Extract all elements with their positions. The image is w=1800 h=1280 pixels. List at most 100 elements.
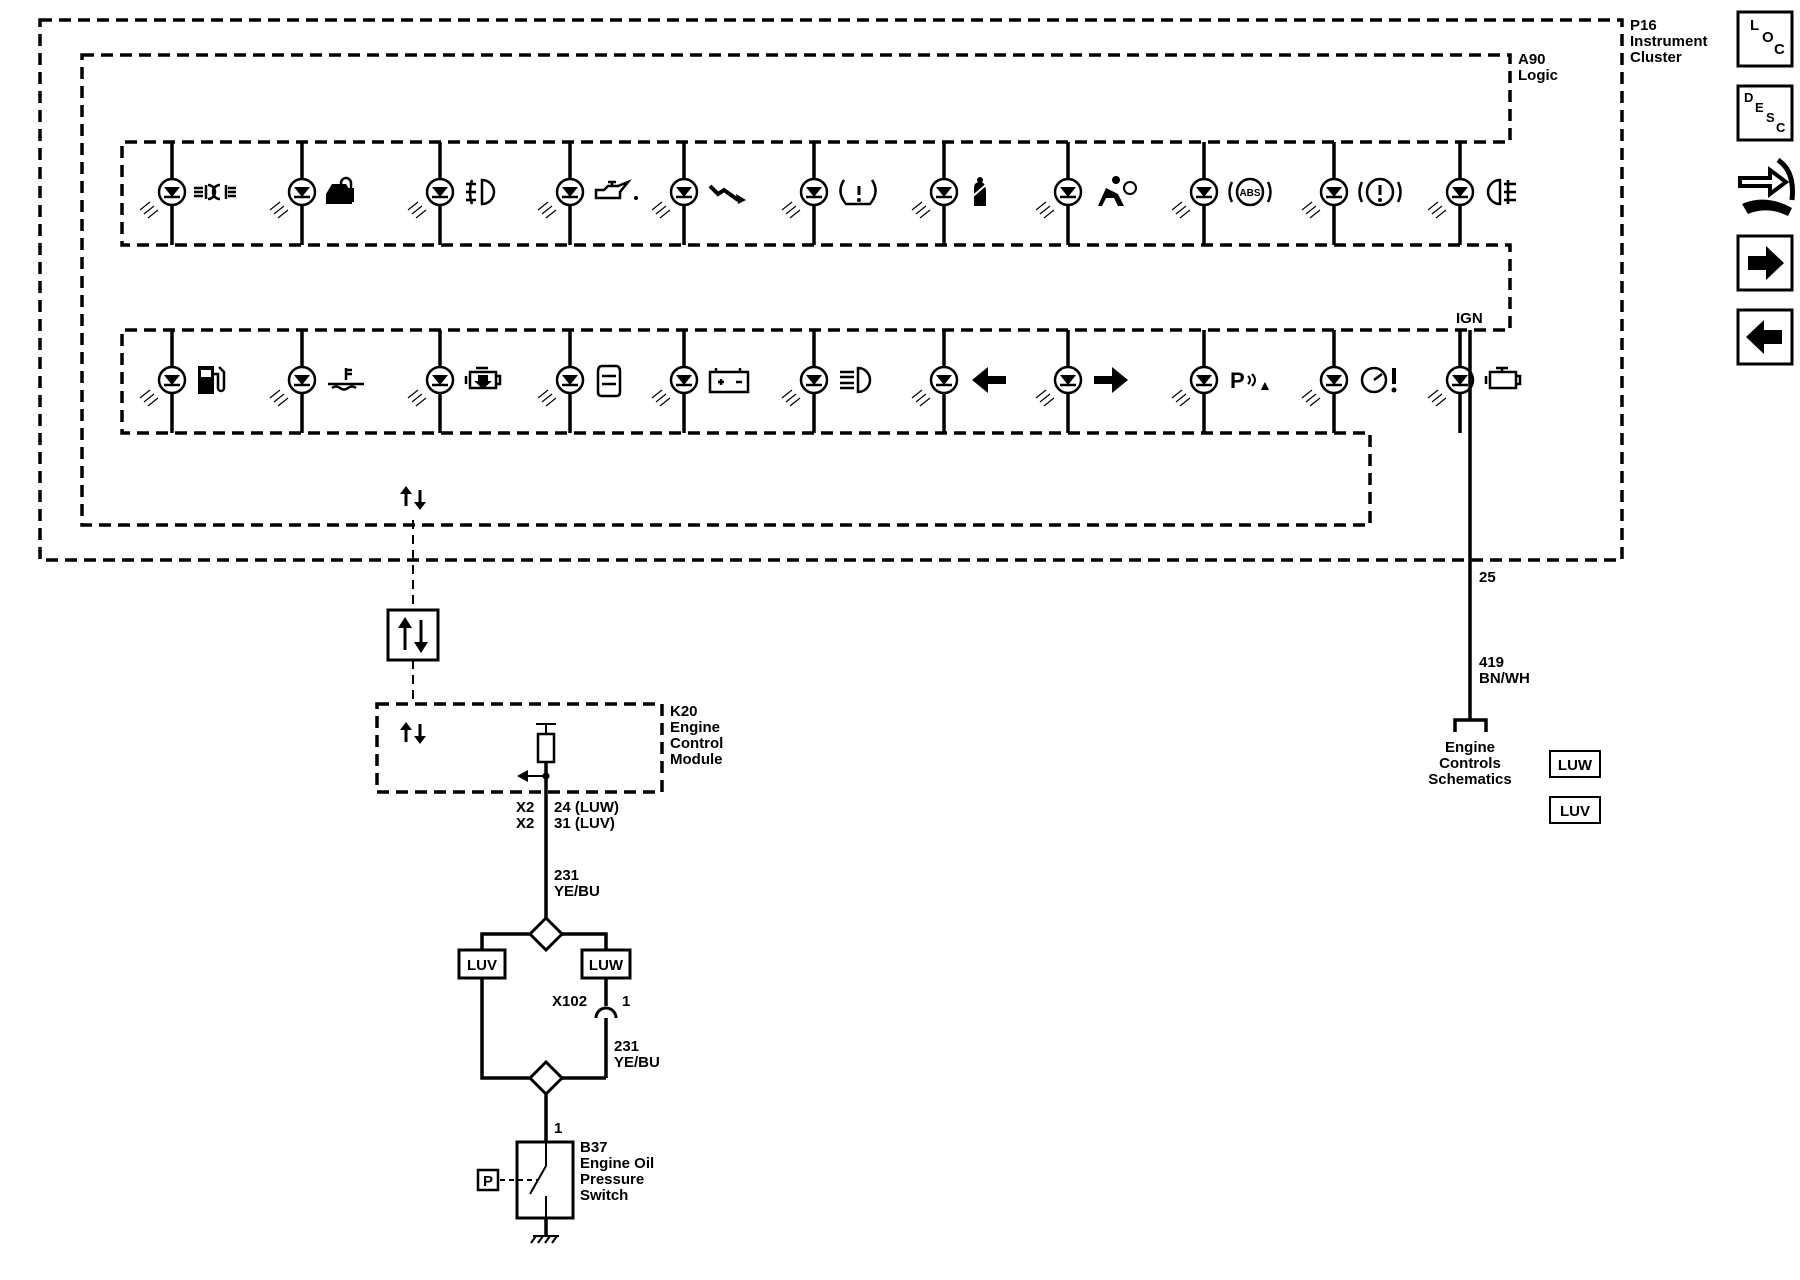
wrench-icon xyxy=(1742,199,1792,216)
security-lock-icon xyxy=(326,176,354,204)
arrow-left-icon xyxy=(1746,320,1782,354)
indicator-led xyxy=(407,142,496,245)
low-oil-icon xyxy=(708,184,746,204)
turn-left-icon xyxy=(972,367,1006,393)
engine-controls-link-1: Engine xyxy=(1445,739,1495,756)
option-box-luv xyxy=(457,948,507,980)
serial-data-link xyxy=(386,486,440,704)
circuit-231-bottom: 231 xyxy=(614,1038,639,1055)
splice-bottom xyxy=(527,1059,565,1097)
connector-view-button[interactable] xyxy=(1738,157,1796,220)
park-assist-icon: P▲ xyxy=(1230,368,1272,393)
loc-o: O xyxy=(1762,29,1774,46)
desc-s: S xyxy=(1766,110,1775,125)
serial-data-symbol xyxy=(386,608,440,662)
turn-right-icon xyxy=(1094,367,1128,393)
p16-label: P16 Instrument Cluster xyxy=(1630,17,1708,66)
door-ajar-icon xyxy=(596,364,622,398)
check-engine-icon xyxy=(464,366,502,390)
pin-24-luw: 24 (LUW) xyxy=(554,799,619,816)
engine-controls-link-3: Schematics xyxy=(1428,771,1511,788)
engine-controls-link-2: Controls xyxy=(1439,755,1501,772)
a90-logic-boundary xyxy=(80,53,1512,527)
serial-data-arrows-ecm xyxy=(400,722,426,744)
p16-instrument-cluster-boundary xyxy=(38,18,1624,562)
option-luv: LUV xyxy=(467,957,497,974)
indicator-led xyxy=(651,142,746,245)
battery-icon xyxy=(708,368,750,394)
a90-name: Logic xyxy=(1518,67,1558,84)
indicator-led xyxy=(1301,142,1402,245)
x2-connector-b: X2 xyxy=(516,815,534,832)
brake-warning-icon xyxy=(1358,177,1402,207)
x102-label: X102 xyxy=(552,993,587,1010)
b37-oil-pressure-switch: P B37 Engine Oil Pressure Switch xyxy=(476,1139,654,1244)
next-button[interactable] xyxy=(1736,234,1794,292)
circuit-419: 419 xyxy=(1479,654,1504,671)
indicator-led: ABS xyxy=(1171,142,1272,245)
indicator-led xyxy=(1035,142,1137,245)
k20-name-1: Engine xyxy=(670,719,720,736)
abs-text: ABS xyxy=(1239,188,1260,199)
indicator-led xyxy=(781,142,877,245)
wire-color-bottom: YE/BU xyxy=(614,1054,660,1071)
circuit-231-top: 231 xyxy=(554,867,579,884)
desc-e: E xyxy=(1755,100,1764,115)
ign-circuit: IGN 25 419 BN/WH Engine Controls Schemat… xyxy=(1428,310,1530,788)
switch-pin-1: 1 xyxy=(554,1120,562,1137)
park-assist-cone: ▲ xyxy=(1258,377,1272,393)
indicator-led: P▲ xyxy=(1171,330,1272,433)
k20-name-3: Module xyxy=(670,751,723,768)
ecm-connector-labels: X2 X2 24 (LUW) 31 (LUV) 231 YE/BU xyxy=(516,799,619,900)
power-steering-icon xyxy=(1360,366,1397,394)
b37-name-1: Engine Oil xyxy=(580,1155,654,1172)
a90-label: A90 Logic xyxy=(1518,51,1558,84)
pin-31-luv: 31 (LUV) xyxy=(554,815,615,832)
ign-label: IGN xyxy=(1456,310,1483,327)
description-button[interactable]: D E S C xyxy=(1736,84,1794,142)
indicator-led xyxy=(269,142,354,245)
option-legend: LUW LUV xyxy=(1549,750,1601,824)
abs-icon: ABS xyxy=(1228,177,1272,207)
indicator-row-1: ABS xyxy=(139,142,1516,245)
arrows-icon xyxy=(1738,166,1790,198)
park-assist-p: P xyxy=(1230,368,1245,393)
x2-connector-a: X2 xyxy=(516,799,534,816)
indicator-row-2: P▲ xyxy=(139,330,1522,433)
wire-color-bnwh: BN/WH xyxy=(1479,670,1530,687)
airbag-icon xyxy=(1098,176,1137,206)
indicator-led xyxy=(911,330,1006,433)
k20-id: K20 xyxy=(670,703,698,720)
previous-button[interactable] xyxy=(1736,308,1794,366)
location-button[interactable]: L O C xyxy=(1736,10,1794,68)
indicator-led xyxy=(537,330,622,433)
b37-id: B37 xyxy=(580,1139,608,1156)
oil-can-icon xyxy=(594,179,638,200)
coolant-temp-icon xyxy=(328,368,364,391)
pullup-resistor xyxy=(536,732,556,764)
indicator-led xyxy=(911,142,988,245)
loc-c: C xyxy=(1774,41,1785,58)
indicator-led xyxy=(407,330,502,433)
b37-name-3: Switch xyxy=(580,1187,628,1204)
indicator-led xyxy=(1427,142,1516,245)
indicator-led xyxy=(537,142,638,245)
wire-color-top: YE/BU xyxy=(554,883,600,900)
indicator-led xyxy=(1301,330,1397,433)
p16-name-1: Instrument xyxy=(1630,33,1708,50)
x102-connector xyxy=(594,1006,618,1019)
indicator-led xyxy=(651,330,750,433)
b37-name-2: Pressure xyxy=(580,1171,644,1188)
service-engine-icon xyxy=(1484,366,1522,390)
indicator-led xyxy=(139,330,226,433)
x102-pin: 1 xyxy=(622,993,630,1010)
pressure-symbol xyxy=(476,1168,500,1192)
loc-l: L xyxy=(1750,17,1759,34)
tire-pressure-icon xyxy=(839,179,877,206)
front-fog-icon xyxy=(466,178,496,206)
p16-name-2: Cluster xyxy=(1630,49,1682,66)
indicator-led xyxy=(1035,330,1128,433)
pressure-p: P xyxy=(483,1173,493,1190)
parking-lamps-icon xyxy=(194,183,236,201)
